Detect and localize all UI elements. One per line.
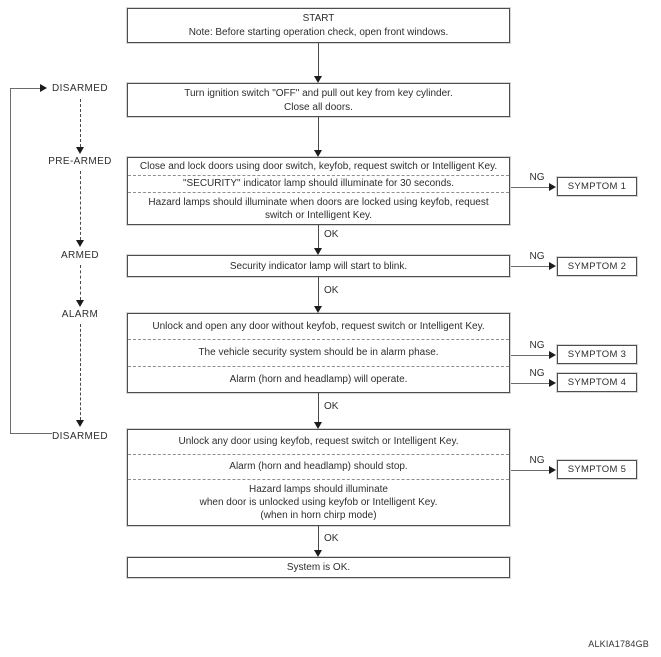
symptom-2-box: SYMPTOM 2 <box>557 257 637 276</box>
ng-label-3: NG <box>529 340 545 351</box>
ng-line-1 <box>511 187 549 188</box>
state-arrowhead-disarmed <box>76 420 84 427</box>
connector-lock-blink <box>318 225 319 248</box>
ng-arrowhead-1 <box>549 183 556 191</box>
disarm-row3-line2: when door is unlocked using keyfob or In… <box>199 496 438 508</box>
ng-label-1: NG <box>529 172 545 183</box>
lock-row1: Close and lock doors using door switch, … <box>139 160 498 172</box>
alarm-row1: Unlock and open any door without keyfob,… <box>152 321 485 333</box>
flow-box-ignition-off: Turn ignition switch "OFF" and pull out … <box>127 83 510 117</box>
flow-box-start: START Note: Before starting operation ch… <box>127 8 510 43</box>
ok-label-3: OK <box>324 401 339 412</box>
loop-arrowhead <box>40 84 47 92</box>
ng-line-5 <box>511 470 549 471</box>
ng-arrowhead-4 <box>549 379 556 387</box>
state-disarmed-top: DISARMED <box>52 83 108 94</box>
figure-code-watermark: ALKIA1784GB <box>588 639 649 649</box>
alarm-row2: The vehicle security system should be in… <box>128 339 509 365</box>
symptom-4-box: SYMPTOM 4 <box>557 373 637 392</box>
disarm-row3-line1: Hazard lamps should illuminate <box>249 483 388 495</box>
ng-label-5: NG <box>529 455 545 466</box>
ng-arrowhead-5 <box>549 466 556 474</box>
flow-box-indicator-blink: Security indicator lamp will start to bl… <box>127 255 510 277</box>
ng-arrowhead-2 <box>549 262 556 270</box>
arrowhead-systemok <box>314 550 322 557</box>
systemok-row1: System is OK. <box>286 562 351 573</box>
ng-line-3 <box>511 355 549 356</box>
flow-box-alarm-phase: Unlock and open any door without keyfob,… <box>127 313 510 393</box>
lock-row3: Hazard lamps should illuminate when door… <box>128 192 509 224</box>
ignition-line1: Turn ignition switch "OFF" and pull out … <box>184 87 453 99</box>
alarm-row3: Alarm (horn and headlamp) will operate. <box>128 365 509 392</box>
flow-box-disarm: Unlock any door using keyfob, request sw… <box>127 429 510 526</box>
disarm-row3: Hazard lamps should illuminate when door… <box>128 478 509 526</box>
ng-line-4 <box>511 383 549 384</box>
connector-start-ignition <box>318 43 319 76</box>
state-pre-armed: PRE-ARMED <box>48 156 112 167</box>
loop-line-bottom <box>10 433 52 434</box>
lock-row2: "SECURITY" indicator lamp should illumin… <box>128 174 509 193</box>
loop-line-vertical <box>10 88 11 433</box>
disarm-row2: Alarm (horn and headlamp) should stop. <box>128 453 509 479</box>
ng-arrowhead-3 <box>549 351 556 359</box>
state-armed: ARMED <box>60 250 100 261</box>
state-arrow-armed-alarm <box>80 265 81 300</box>
state-disarmed-bottom: DISARMED <box>52 431 108 442</box>
disarm-row1: Unlock any door using keyfob, request sw… <box>178 436 459 448</box>
arrowhead-alarm <box>314 306 322 313</box>
symptom-5-box: SYMPTOM 5 <box>557 460 637 479</box>
connector-blink-alarm <box>318 277 319 306</box>
ok-label-1: OK <box>324 229 339 240</box>
blink-row1: Security indicator lamp will start to bl… <box>229 260 408 272</box>
connector-ignition-lock <box>318 117 319 150</box>
state-arrowhead-alarm <box>76 300 84 307</box>
connector-disarm-systemok <box>318 526 319 550</box>
start-note: Note: Before starting operation check, o… <box>188 27 449 38</box>
symptom-3-box: SYMPTOM 3 <box>557 345 637 364</box>
disarm-row3-line3: (when in horn chirp mode) <box>260 509 377 521</box>
state-alarm: ALARM <box>61 309 99 320</box>
state-arrow-prearmed-armed <box>80 171 81 240</box>
start-title: START <box>302 13 335 24</box>
loop-line-top <box>10 88 40 89</box>
flow-box-system-ok: System is OK. <box>127 557 510 578</box>
state-arrow-alarm-disarmed <box>80 324 81 420</box>
symptom-1-box: SYMPTOM 1 <box>557 177 637 196</box>
connector-alarm-disarm <box>318 393 319 422</box>
state-arrowhead-armed <box>76 240 84 247</box>
ng-label-4: NG <box>529 368 545 379</box>
arrowhead-disarm <box>314 422 322 429</box>
arrowhead-blink <box>314 248 322 255</box>
ng-label-2: NG <box>529 251 545 262</box>
ok-label-4: OK <box>324 533 339 544</box>
arrowhead-ignition <box>314 76 322 83</box>
ignition-line2: Close all doors. <box>284 101 353 113</box>
ok-label-2: OK <box>324 285 339 296</box>
arrowhead-lock <box>314 150 322 157</box>
state-arrowhead-prearmed <box>76 147 84 154</box>
flow-box-lock-doors: Close and lock doors using door switch, … <box>127 157 510 225</box>
ng-line-2 <box>511 266 549 267</box>
state-arrow-disarmed-prearmed <box>80 99 81 147</box>
